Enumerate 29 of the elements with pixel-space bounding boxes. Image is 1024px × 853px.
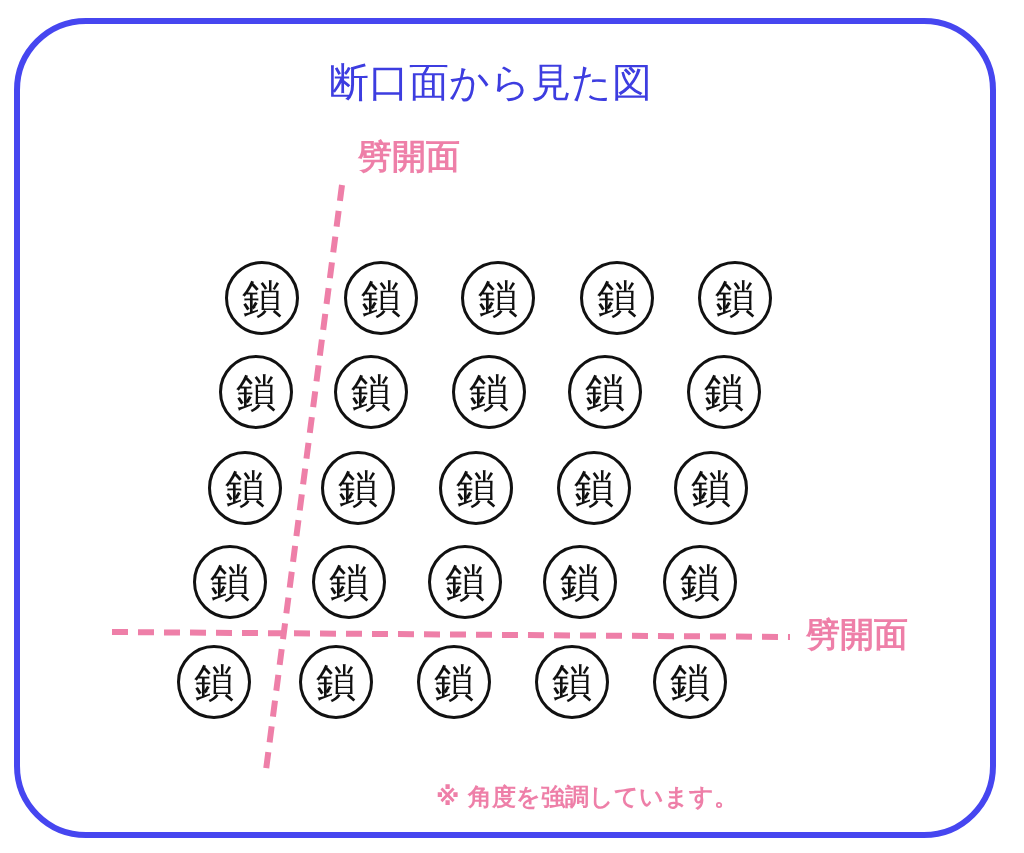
note: ※ 角度を強調しています。 [436, 782, 738, 813]
symbol-circle: 鎖 [193, 545, 267, 619]
plane-label: 劈開面 [806, 614, 908, 655]
symbol-circle: 鎖 [344, 261, 418, 335]
symbol-circle: 鎖 [698, 261, 772, 335]
symbol-circle: 鎖 [334, 355, 408, 429]
symbol-circle: 鎖 [674, 451, 748, 525]
title: 断口面から見た図 [327, 58, 653, 106]
symbol-circle: 鎖 [663, 545, 737, 619]
symbol-circle: 鎖 [452, 355, 526, 429]
symbol-circle: 鎖 [535, 645, 609, 719]
symbol-circle: 鎖 [439, 451, 513, 525]
symbol-circle: 鎖 [299, 645, 373, 719]
symbol-circle: 鎖 [417, 645, 491, 719]
symbol-circle: 鎖 [687, 355, 761, 429]
symbol-circle: 鎖 [543, 545, 617, 619]
symbol-circle: 鎖 [177, 645, 251, 719]
symbol-circle: 鎖 [557, 451, 631, 525]
symbol-circle: 鎖 [428, 545, 502, 619]
symbol-circle: 鎖 [312, 545, 386, 619]
symbol-circle: 鎖 [461, 261, 535, 335]
symbol-circle: 鎖 [568, 355, 642, 429]
plane-label: 劈開面 [358, 136, 460, 177]
symbol-circle: 鎖 [225, 261, 299, 335]
symbol-circle: 鎖 [208, 451, 282, 525]
symbol-circle: 鎖 [653, 645, 727, 719]
symbol-circle: 鎖 [219, 355, 293, 429]
symbol-circle: 鎖 [580, 261, 654, 335]
symbol-circle: 鎖 [321, 451, 395, 525]
